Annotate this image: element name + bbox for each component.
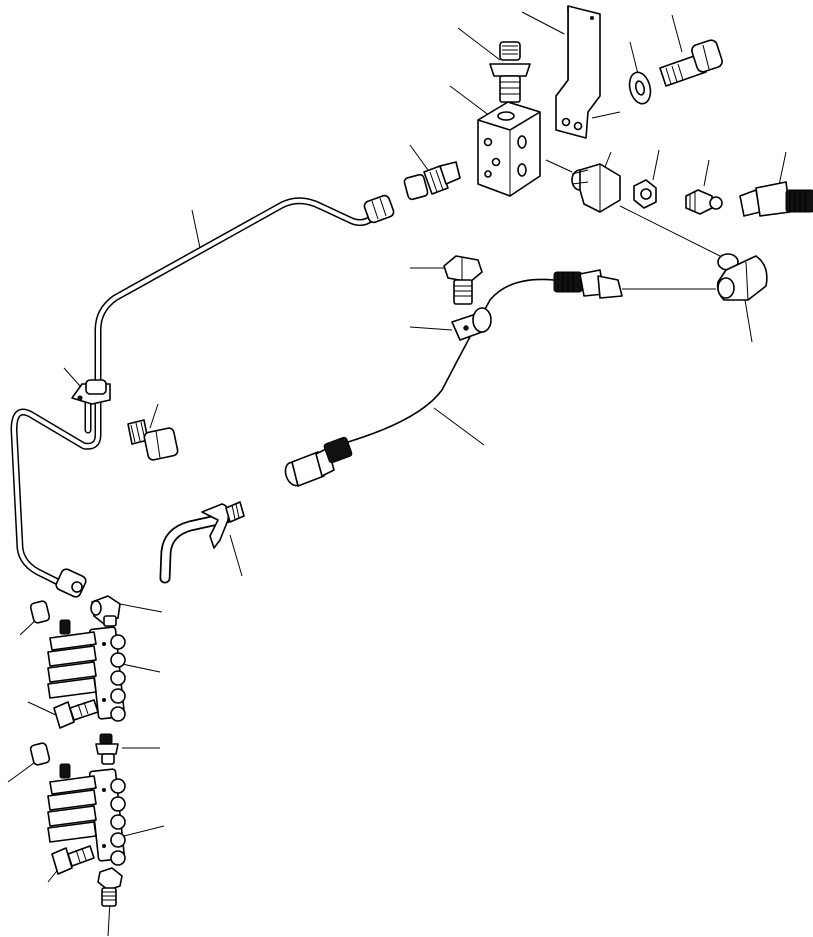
leader-line [107, 901, 111, 937]
leader-line [63, 367, 81, 387]
hose-end-fitting [284, 436, 353, 487]
leader-line [149, 403, 159, 429]
elbow-adapter [571, 163, 621, 213]
leader-line [123, 825, 165, 837]
lower-hose-with-clip [159, 501, 245, 584]
leader-line [433, 407, 485, 446]
bottom-bolt [97, 867, 123, 907]
leader-lines [7, 11, 787, 937]
pipe-end-nut [363, 194, 395, 224]
valve-block [477, 101, 541, 197]
nut-1 [633, 179, 657, 209]
leader-line [191, 209, 201, 249]
leader-line [545, 159, 573, 173]
washer [628, 71, 652, 105]
hose-bolt [443, 255, 483, 305]
leader-line [119, 603, 163, 613]
mounting-bracket [555, 5, 601, 139]
large-elbow [716, 253, 768, 301]
side-adapter [403, 161, 461, 201]
leader-line [521, 11, 573, 39]
leader-line [591, 111, 621, 119]
leader-line [744, 299, 753, 343]
leader-line [409, 326, 453, 331]
pipe-clamp [71, 379, 111, 405]
leader-line [449, 85, 491, 117]
hose-clamp [451, 307, 492, 341]
bracket-bolt [659, 39, 723, 87]
leader-line [457, 27, 501, 61]
pipe-end-nut-lower [55, 568, 87, 598]
distributor-2 [47, 763, 126, 866]
cap-1 [29, 600, 51, 624]
flexible-hose [347, 278, 555, 443]
distributor-1 [47, 619, 126, 722]
leader-line [652, 149, 660, 181]
leader-line [229, 534, 243, 577]
leader-line [619, 205, 725, 259]
connector-fitting [553, 269, 623, 299]
leader-line [409, 144, 429, 171]
cap-2 [29, 742, 51, 766]
elbow-small [90, 595, 121, 627]
left-lower-pipe [10, 386, 102, 598]
leader-line [629, 41, 639, 75]
clamp-bolt [127, 419, 179, 461]
leader-line [7, 759, 39, 783]
top-nipple [489, 41, 531, 103]
distributor-bolt-2 [51, 845, 95, 875]
upper-left-pipe [94, 194, 395, 384]
leader-line [27, 701, 59, 717]
distributor-bolt-1 [53, 699, 99, 729]
leader-line [671, 14, 683, 53]
hose-fitting-right [739, 181, 813, 217]
leader-line [703, 159, 710, 187]
nut-2 [685, 189, 723, 215]
nipple-small [95, 733, 119, 765]
leader-line [121, 663, 161, 673]
